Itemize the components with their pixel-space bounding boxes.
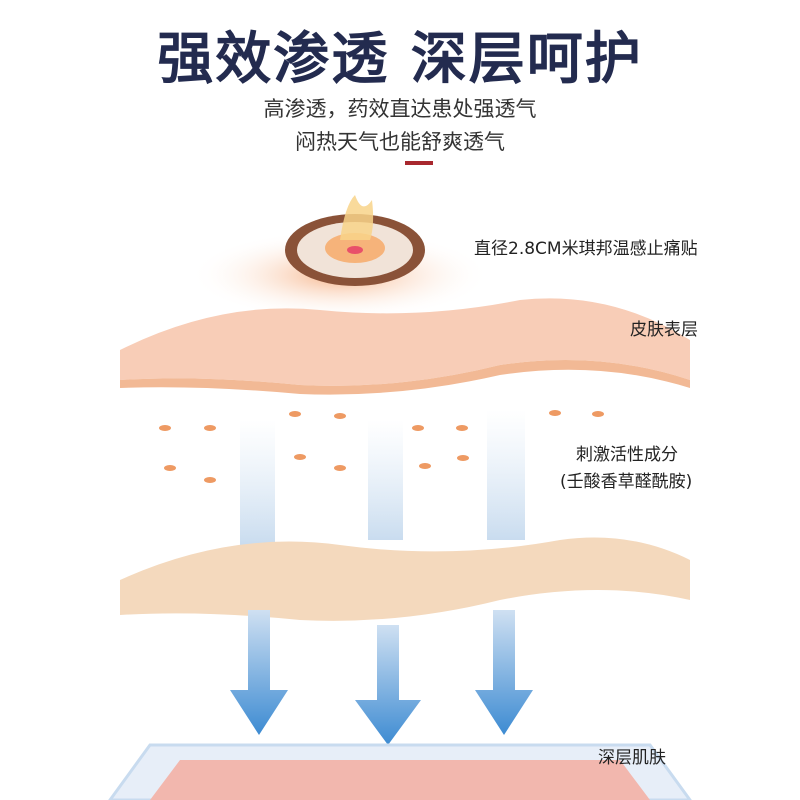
patch-icon [285, 195, 425, 286]
subtitle-line-2: 闷热天气也能舒爽透气 [295, 130, 505, 154]
page-title: 强效渗透 深层呵护 [157, 27, 643, 92]
epidermis-layer [120, 298, 690, 386]
down-arrow-icon [230, 610, 533, 745]
ingredient-label: 刺激活性成分 [576, 445, 678, 465]
dermis-layer [120, 537, 690, 621]
epidermis-label: 皮肤表层 [630, 320, 698, 340]
deep-skin-label: 深层肌肤 [598, 748, 666, 768]
patch-label: 直径2.8CM米琪邦温感止痛贴 [474, 239, 698, 259]
active-particles [159, 410, 604, 483]
subtitle-line-1: 高渗透，药效直达患处强透气 [263, 97, 537, 121]
accent-divider [405, 161, 433, 165]
ingredient-name-label: (壬酸香草醛酰胺) [560, 472, 693, 492]
penetration-beams [240, 410, 525, 545]
